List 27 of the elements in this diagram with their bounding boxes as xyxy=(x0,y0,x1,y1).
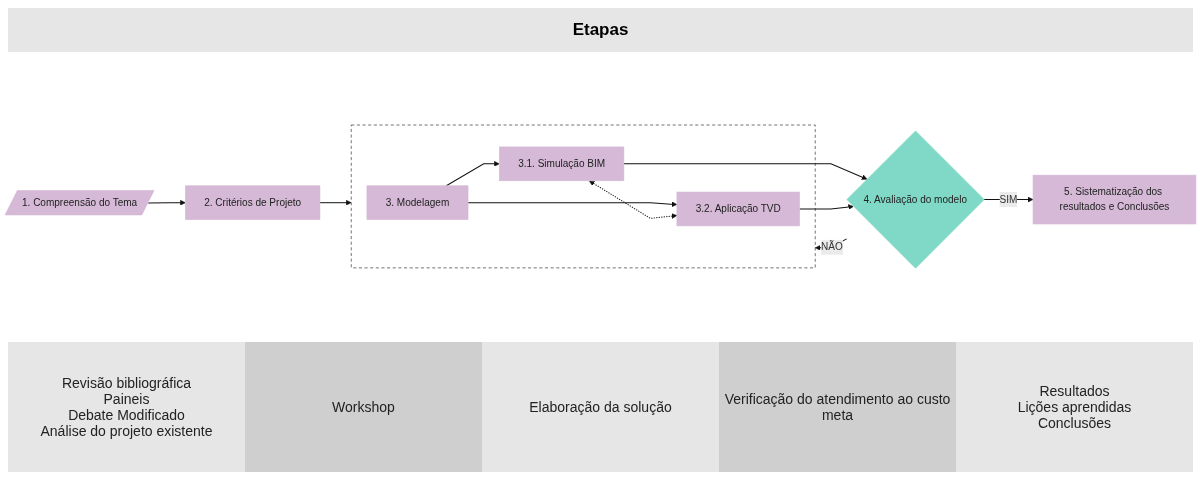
arrow xyxy=(623,163,868,181)
node-box: 5. Sistematização dos resultados e Conclusões xyxy=(1032,175,1197,225)
arrow xyxy=(589,181,678,220)
node-box: 3. Modelagem xyxy=(366,185,469,221)
arrow xyxy=(147,200,186,206)
cluster xyxy=(350,125,816,269)
stage-note: Paineis xyxy=(103,391,150,407)
stage-note: Elaboração da solução xyxy=(529,399,672,415)
arrow xyxy=(799,204,854,211)
node-box: 3.1. Simulação BIM xyxy=(499,147,625,182)
stage-note: Verificação do atendimento ao custo meta xyxy=(723,391,952,423)
edge-label: SIM xyxy=(999,194,1018,205)
node-diamond: 4. Avaliação do modelo xyxy=(846,130,985,269)
arrow xyxy=(319,200,352,206)
stage-note: Workshop xyxy=(332,399,395,415)
edge-label: NÃO xyxy=(821,241,843,253)
stage-note: Lições aprendidas xyxy=(1017,399,1132,415)
stage-note: Análise do projeto existente xyxy=(40,423,213,439)
arrow xyxy=(467,201,678,208)
stage-note: Conclusões xyxy=(1037,415,1112,431)
node-box: 3.2. Aplicação TVD xyxy=(676,192,800,227)
stage-note: Revisão bibliográfica xyxy=(61,375,192,391)
arrow xyxy=(445,161,500,187)
header-band: Etapas xyxy=(8,8,1193,52)
node-box: 2. Critérios de Projeto xyxy=(185,185,321,221)
stage-note: Resultados xyxy=(1039,383,1110,399)
stage-note: Debate Modificado xyxy=(68,407,185,423)
